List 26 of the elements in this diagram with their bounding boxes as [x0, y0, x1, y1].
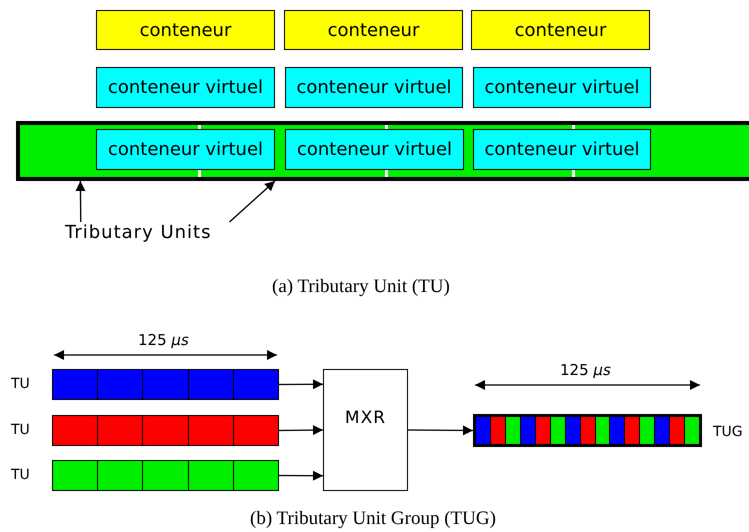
- row-label: TU: [11, 422, 30, 438]
- container-box: conteneur: [96, 10, 275, 50]
- virtual-container-box: conteneur virtuel: [96, 67, 275, 108]
- virtual-container-box: conteneur virtuel: [96, 129, 275, 170]
- dimension-label: 125 μs: [560, 361, 611, 379]
- arrow: [279, 379, 323, 390]
- dimension-label: 125 μs: [138, 331, 189, 349]
- frame-band: [16, 121, 749, 181]
- virtual-container-box: conteneur virtuel: [473, 129, 651, 170]
- row-label: TU: [11, 467, 30, 483]
- container-box: conteneur: [284, 10, 463, 50]
- subfigure-caption: (a) Tributary Unit (TU): [272, 276, 450, 298]
- callout-text: Tributary Units: [65, 222, 240, 248]
- row-label: TU: [11, 376, 30, 392]
- leader-arrow: [229, 180, 276, 222]
- leader-arrow: [75, 181, 86, 222]
- subfigure-caption: (b) Tributary Unit Group (TUG): [250, 508, 496, 530]
- arrow: [279, 470, 323, 481]
- multiplexer-box: MXR: [323, 369, 408, 491]
- container-box: conteneur: [471, 10, 650, 50]
- row-label: TUG: [713, 424, 743, 440]
- arrow: [279, 425, 323, 436]
- virtual-container-box: conteneur virtuel: [285, 129, 464, 170]
- virtual-container-box: conteneur virtuel: [285, 67, 463, 108]
- virtual-container-box: conteneur virtuel: [473, 67, 651, 108]
- arrow: [408, 425, 473, 436]
